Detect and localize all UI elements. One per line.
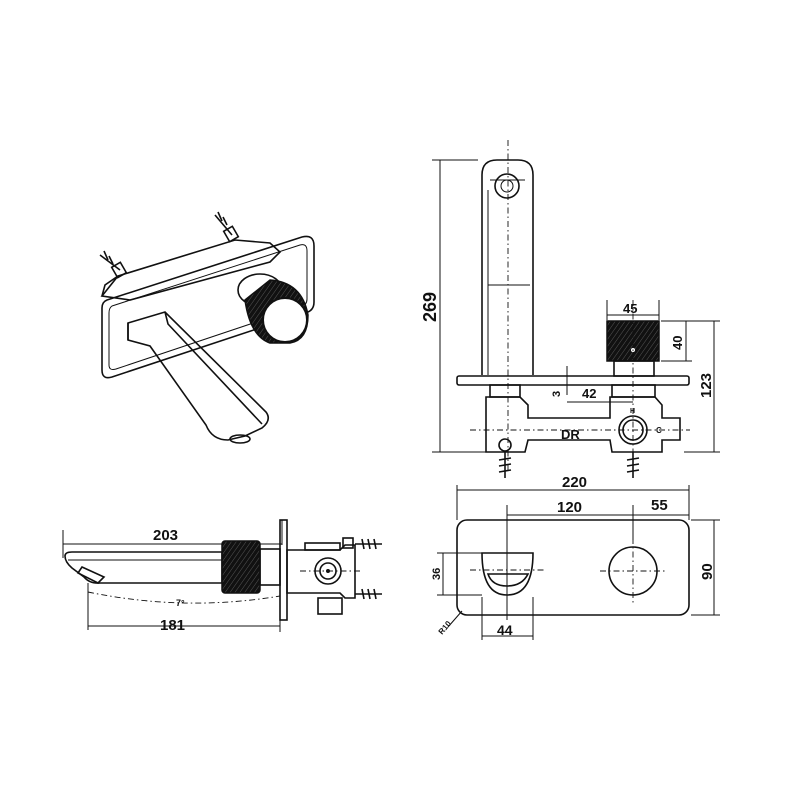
angle-label: 7° — [176, 598, 185, 608]
wall-anchor-left — [99, 250, 128, 279]
dim-269: 269 — [420, 292, 440, 322]
dim-220: 220 — [562, 474, 587, 491]
side-anchor-top — [355, 538, 382, 550]
dim-120: 120 — [557, 499, 582, 516]
dim-181: 181 — [160, 617, 185, 634]
wall-anchor-right — [214, 211, 240, 243]
hot-label: H — [630, 408, 635, 415]
dim-123: 123 — [698, 373, 715, 398]
dim-90: 90 — [699, 563, 716, 580]
side-anchor-bottom — [355, 588, 382, 600]
front-anchor-right — [626, 452, 640, 478]
dim-45: 45 — [623, 301, 637, 316]
side-elevation: 203 7° 181 — [62, 519, 382, 634]
dim-55: 55 — [651, 497, 668, 514]
isometric-view — [99, 211, 315, 444]
dim-36: 36 — [431, 568, 443, 580]
front-elevation: DR H C 269 45 40 123 3 42 — [420, 140, 720, 478]
dr-label: DR — [561, 427, 580, 442]
dim-40: 40 — [670, 336, 685, 350]
isometric-handle — [237, 273, 309, 344]
dim-r10: R10 — [437, 619, 454, 636]
cold-label: C — [656, 426, 662, 435]
dim-42: 42 — [582, 386, 596, 401]
dim-3: 3 — [551, 391, 563, 397]
dim-44: 44 — [497, 622, 513, 638]
front-anchor-left — [498, 452, 512, 478]
plan-view: 220 120 55 90 36 44 R10 — [431, 474, 720, 640]
dim-203: 203 — [153, 527, 178, 544]
